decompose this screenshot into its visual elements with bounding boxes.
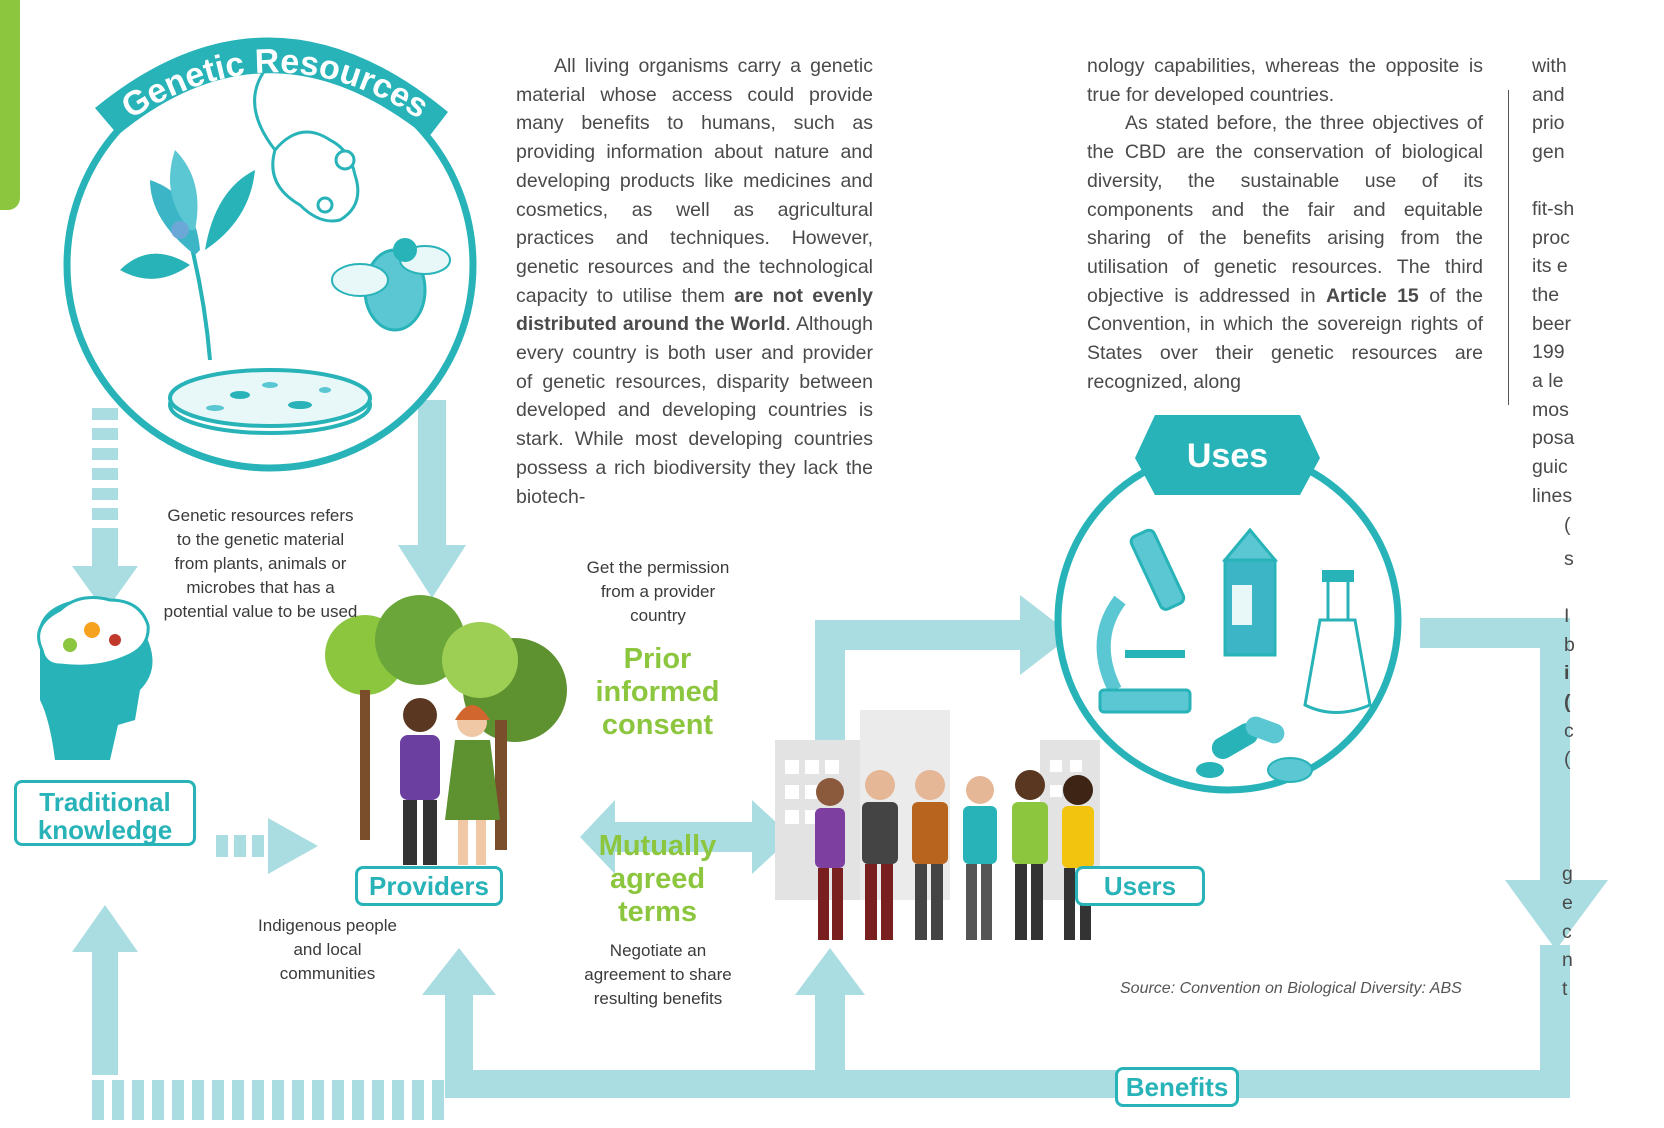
traditional-knowledge-tag: Traditional knowledge (14, 780, 196, 846)
col3-frag-17: I (1564, 604, 1570, 627)
users-tag: Users (1075, 866, 1205, 906)
col3-frag-27: t (1562, 977, 1568, 1000)
col3-frag-3: gen (1532, 141, 1565, 164)
col3-frag-19: i (1564, 662, 1570, 685)
fly-icon (331, 238, 451, 332)
spray-bottle-icon (1303, 570, 1372, 714)
col3-frag-12: posa (1532, 427, 1575, 450)
benefits-tag: Benefits (1115, 1067, 1239, 1107)
article-column-2: nology capabilities, whereas the opposit… (1087, 52, 1483, 396)
col3-frag-26: n (1562, 949, 1573, 972)
mutually-agreed-terms-label: Mutually agreed terms (560, 830, 755, 929)
col3-frag-0: with (1532, 55, 1567, 77)
col3-frag-5: proc (1532, 226, 1570, 249)
plant-icon (120, 150, 255, 361)
col2-paragraph-1: nology capabilities, whereas the opposit… (1087, 55, 1483, 106)
col3-frag-14: lines (1532, 484, 1573, 507)
col3-frag-16: s (1564, 548, 1574, 571)
col3-frag-15: ( (1564, 513, 1571, 536)
prior-informed-consent-label: Prior informed consent (560, 643, 755, 742)
source-note: Source: Convention on Biological Diversi… (1120, 980, 1462, 997)
negotiate-caption: Negotiate an agreement to share resultin… (584, 941, 732, 1008)
col3-frag-10: a le (1532, 370, 1564, 393)
genetic-resources-caption: Genetic resources refers to the genetic … (163, 506, 358, 621)
permission-caption: Get the permission from a provider count… (586, 558, 730, 625)
providers-tag: Providers (355, 866, 503, 906)
head-brain-icon (37, 596, 153, 760)
column-divider (1508, 90, 1509, 405)
col3-frag-4: fit-sh (1532, 197, 1575, 220)
mat-line2: agreed (609, 863, 706, 895)
col3-frag-9: 199 (1532, 341, 1565, 364)
col3-frag-11: mos (1532, 398, 1569, 421)
col3-frag-6: its e (1532, 255, 1568, 278)
side-accent-bar (0, 0, 20, 210)
svg-text:Genetic Resources: Genetic Resources (115, 42, 435, 126)
flow-arrows (72, 400, 1608, 1120)
col3-frag-18: b (1564, 633, 1575, 656)
col3-frag-1: and (1532, 83, 1565, 106)
col3-frag-2: prio (1532, 112, 1565, 135)
pic-line3: consent (601, 709, 714, 741)
petri-dish-icon (168, 368, 372, 435)
traditional-knowledge-line1: Traditional (39, 787, 171, 817)
users-illustration (775, 710, 1100, 940)
indigenous-caption: Indigenous people and local communities (258, 916, 397, 983)
providers-illustration (325, 595, 567, 865)
col3-frag-13: guic (1532, 456, 1568, 479)
uses-title: Uses (1186, 437, 1269, 475)
col2-text-bold: Article 15 (1325, 284, 1419, 307)
col1-text-bold: are not evenly distributed around the Wo… (516, 284, 873, 336)
col3-frag-8: beer (1532, 312, 1572, 335)
col1-text-b: . Although every country is both user an… (516, 313, 873, 508)
pic-line1: Prior (623, 643, 692, 675)
microscope-icon (1096, 528, 1192, 714)
mat-line1: Mutually (598, 830, 717, 862)
genetic-resources-title: Genetic Resources (105, 35, 445, 126)
milk-carton-icon (1221, 527, 1279, 657)
pic-line2: informed (595, 676, 720, 708)
col3-frag-7: the (1532, 283, 1560, 306)
traditional-knowledge-line2: knowledge (37, 815, 173, 845)
article-column-3-clipped: with and prio gen fit-sh proc its e the … (1532, 52, 1664, 1004)
col2-text-a: As stated before, the three objectives o… (1087, 112, 1483, 307)
col3-frag-23: g (1562, 863, 1573, 886)
mat-line3: terms (618, 896, 697, 928)
genetic-resources-circle (63, 37, 477, 472)
col3-frag-24: e (1562, 891, 1573, 914)
genetic-resources-title-text: Genetic Resources (115, 42, 435, 126)
col3-frag-21: c (1564, 719, 1574, 742)
col2-text-b: of the Convention, in which the sovereig… (1087, 284, 1483, 393)
col3-frag-25: c (1562, 920, 1572, 943)
article-column-1: All living organisms carry a genetic mat… (516, 52, 873, 511)
mouse-icon (253, 69, 360, 223)
pills-icon (1196, 716, 1313, 783)
col1-text-a: All living organisms carry a genetic mat… (516, 55, 873, 307)
col3-frag-22: ( (1564, 748, 1571, 771)
genetic-resources-title-arc: Genetic Resources (115, 42, 435, 126)
col3-frag-20: ( (1564, 691, 1571, 714)
